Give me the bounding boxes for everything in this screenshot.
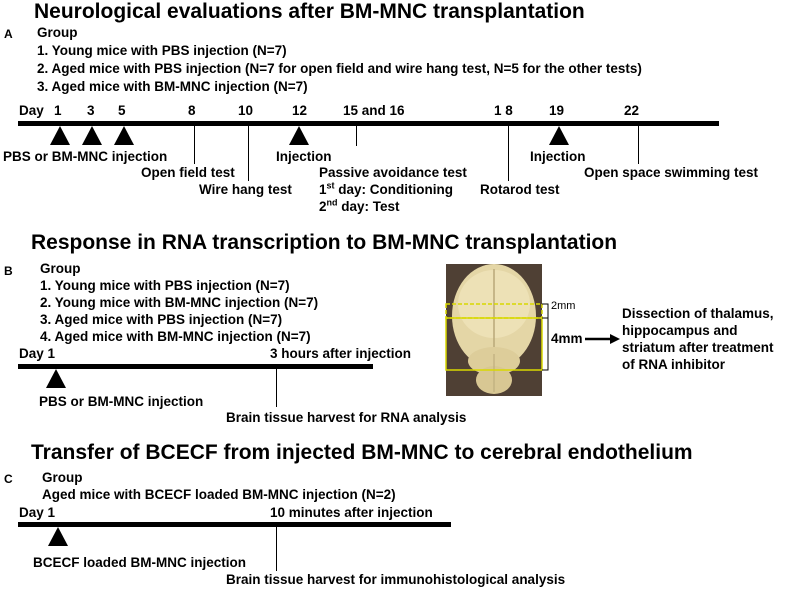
event-wire-hang-test: Wire hang test [199, 182, 292, 197]
dissection-text: Dissection of thalamus, hippocampus and … [622, 305, 774, 373]
section-c-harvest-label: Brain tissue harvest for immunohistologi… [226, 572, 566, 587]
dissection-line-2: hippocampus and [622, 323, 738, 338]
section-b-group-4: 4. Aged mice with BM-MNC injection (N=7) [40, 329, 311, 344]
section-a-group-label: Group [37, 25, 78, 40]
injection-marker-day-1 [50, 126, 70, 145]
event-passive-avoidance-test: Passive avoidance test [319, 165, 467, 180]
tick-day-10 [248, 126, 249, 181]
dashed-box-2mm [445, 303, 543, 319]
brain-photo [446, 264, 542, 396]
section-b-day-label: Day 1 [19, 346, 56, 361]
event-conditioning-day: 1st day: Conditioning [319, 180, 454, 197]
day-12-label: 12 [292, 103, 308, 118]
section-a-group-1: 1. Young mice with PBS injection (N=7) [37, 43, 287, 58]
section-a-group-3: 3. Aged mice with BM-MNC injection (N=7) [37, 79, 308, 94]
day-19-label: 19 [549, 103, 565, 118]
section-b-after-label: 3 hours after injection [270, 346, 412, 361]
day-1-label: 1 [54, 103, 62, 118]
injection-marker-b [46, 369, 66, 388]
event-injection-day-12: Injection [276, 149, 332, 164]
section-c-day-label: Day 1 [19, 505, 56, 520]
section-b-group-3: 3. Aged mice with PBS injection (N=7) [40, 312, 283, 327]
section-c-letter: C [4, 472, 13, 486]
section-a-group-2: 2. Aged mice with PBS injection (N=7 for… [37, 61, 642, 76]
timeline-a [18, 121, 719, 126]
event-open-field-test: Open field test [141, 165, 235, 180]
arrow-head [610, 334, 620, 344]
section-a-letter: A [4, 27, 13, 41]
day-15-16-label: 15 and 16 [343, 103, 405, 118]
day-22-label: 22 [624, 103, 640, 118]
tick-harvest-c [276, 527, 277, 571]
event-open-space-swimming-test: Open space swimming test [584, 165, 759, 180]
section-c-group: Aged mice with BCECF loaded BM-MNC injec… [42, 487, 396, 502]
section-a-day-label: Day [19, 103, 44, 118]
bracket-2mm [542, 303, 549, 319]
dissection-line-3: striatum after treatment [622, 340, 774, 355]
section-b-harvest-label: Brain tissue harvest for RNA analysis [226, 410, 467, 425]
day-3-label: 3 [87, 103, 95, 118]
injection-marker-day-5 [114, 126, 134, 145]
event-injection-day-19: Injection [530, 149, 586, 164]
injection-marker-day-19 [549, 126, 569, 145]
tick-day-15 [356, 126, 357, 146]
tick-day-22 [638, 126, 639, 164]
tick-day-8 [194, 126, 195, 164]
day-10-label: 10 [238, 103, 254, 118]
bracket-4mm [542, 317, 549, 371]
section-c-group-label: Group [42, 470, 83, 485]
tick-harvest-b [276, 369, 277, 407]
section-c-title: Transfer of BCECF from injected BM-MNC t… [31, 441, 693, 464]
injection-marker-day-12 [289, 126, 309, 145]
solid-box-4mm [445, 317, 543, 371]
event-rotarod-test: Rotarod test [480, 182, 560, 197]
timeline-b [18, 364, 373, 369]
section-b-injection-label: PBS or BM-MNC injection [39, 394, 204, 409]
label-4mm: 4mm [551, 331, 583, 346]
timeline-c [18, 522, 451, 527]
injection-marker-day-3 [82, 126, 102, 145]
section-b-group-label: Group [40, 261, 81, 276]
tick-day-18 [508, 126, 509, 181]
section-b-group-1: 1. Young mice with PBS injection (N=7) [40, 278, 290, 293]
dissection-line-4: of RNA inhibitor [622, 357, 725, 372]
section-b-title: Response in RNA transcription to BM-MNC … [31, 231, 618, 254]
section-b-letter: B [4, 264, 13, 278]
brain-annotation [445, 303, 620, 371]
event-test-day: 2nd day: Test [319, 197, 400, 214]
injection-marker-c [48, 527, 68, 546]
day-18-label: 1 8 [494, 103, 513, 118]
dissection-line-1: Dissection of thalamus, [622, 306, 774, 321]
brain-drawing [446, 264, 542, 396]
day-8-label: 8 [188, 103, 196, 118]
day-5-label: 5 [118, 103, 126, 118]
section-c-injection-label: BCECF loaded BM-MNC injection [33, 555, 246, 570]
section-c-after-label: 10 minutes after injection [270, 505, 433, 520]
label-2mm: 2mm [551, 300, 576, 312]
section-b-group-2: 2. Young mice with BM-MNC injection (N=7… [40, 295, 319, 310]
event-pbs-bm-mnc-injection: PBS or BM-MNC injection [3, 149, 168, 164]
section-a-title: Neurological evaluations after BM-MNC tr… [34, 0, 585, 23]
